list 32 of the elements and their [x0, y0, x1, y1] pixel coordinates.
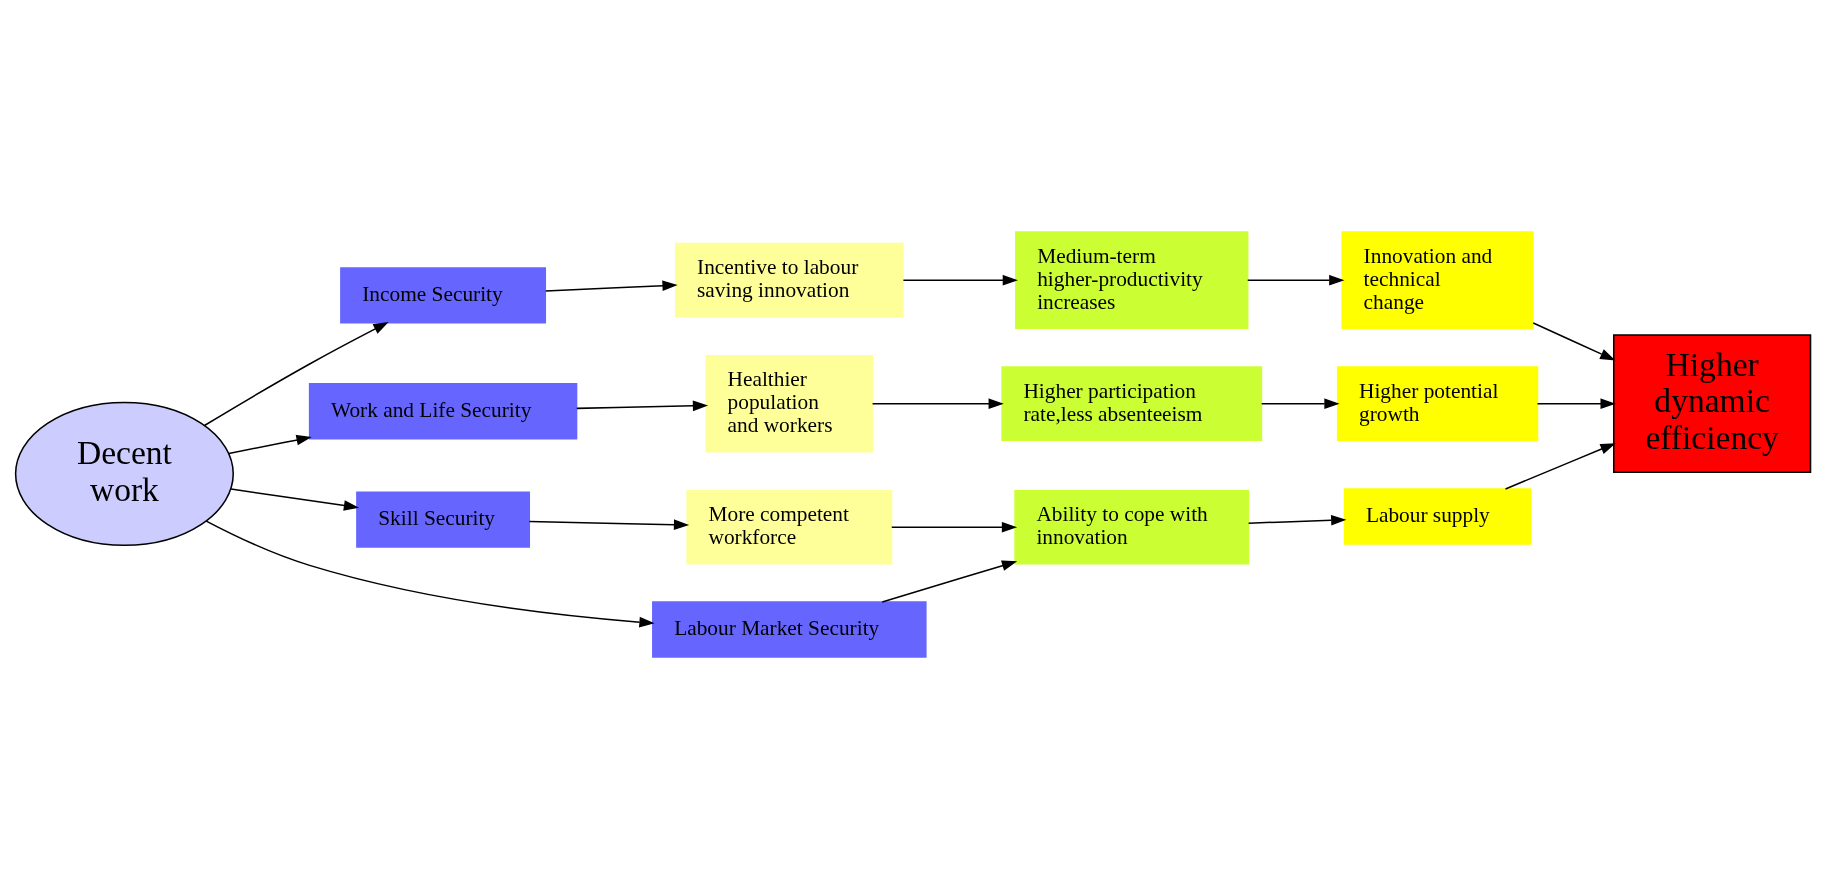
arrow — [227, 434, 312, 454]
node-box: Incentive to labour saving innovation — [674, 242, 904, 318]
arrow — [1260, 397, 1340, 409]
arrow — [1536, 397, 1616, 409]
node-box: Ability to cope with innovation — [1013, 489, 1249, 565]
node-box: Skill Security — [355, 490, 530, 548]
node-ellipse: Decent work — [14, 401, 234, 546]
arrow — [871, 397, 1004, 409]
arrow — [1532, 321, 1615, 360]
arrow — [528, 518, 689, 530]
arrow — [1504, 442, 1616, 490]
arrow — [880, 560, 1017, 603]
arrow — [229, 487, 359, 511]
node-box: Labour Market Security — [651, 600, 927, 658]
arrow — [902, 274, 1018, 285]
node-box: Innovation and technical change — [1341, 230, 1534, 329]
node-box: Higher dynamic efficiency — [1612, 333, 1811, 473]
arrow — [544, 279, 678, 292]
arrow — [1246, 274, 1344, 285]
arrow — [575, 399, 708, 411]
node-box: More competent workforce — [685, 489, 892, 565]
node-box: Higher potential growth — [1336, 365, 1538, 441]
node-box: Work and Life Security — [308, 382, 577, 440]
arrow — [203, 321, 389, 426]
node-box: Labour supply — [1343, 487, 1531, 545]
node-box: Healthier population and workers — [704, 354, 873, 452]
arrow — [1247, 514, 1346, 526]
node-box: Income Security — [339, 266, 546, 324]
node-box: Higher participation rate,less absenteeism — [1000, 365, 1262, 441]
node-box: Medium-term higher-productivity increases — [1014, 230, 1248, 329]
arrow — [205, 519, 655, 627]
arrow — [890, 521, 1017, 533]
